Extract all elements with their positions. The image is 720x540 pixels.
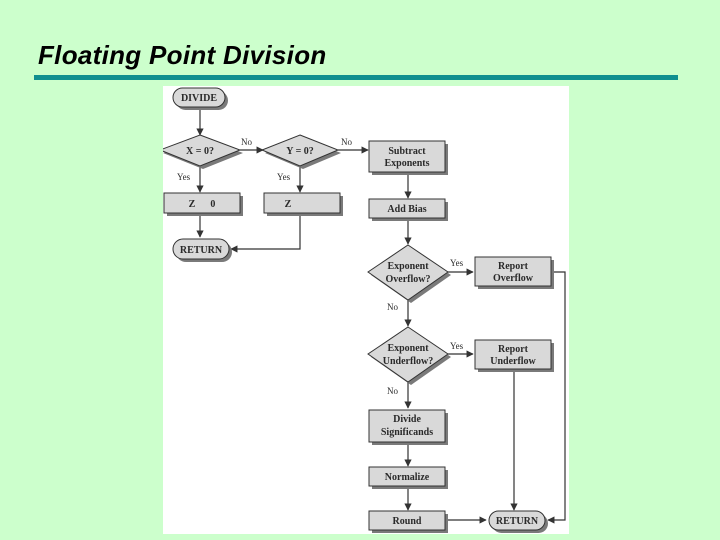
- node-divide-significands: Divide Significands: [368, 409, 448, 445]
- node-return-left-label: RETURN: [180, 245, 223, 256]
- node-x-zero: X = 0?: [163, 134, 243, 169]
- node-add-bias-label: Add Bias: [387, 204, 426, 215]
- node-y-zero: Y = 0?: [260, 134, 341, 169]
- node-subtract-label-2: Exponents: [384, 158, 429, 169]
- node-divide-significands-label-2: Significands: [381, 427, 433, 438]
- edge-label-x-yes: Yes: [177, 172, 191, 182]
- node-z-zero-label: Z 0: [189, 199, 216, 210]
- node-z-zero: Z 0: [163, 192, 243, 216]
- node-return-right-label: RETURN: [496, 516, 539, 527]
- edge-label-y-no: No: [341, 137, 352, 147]
- node-exp-overflow-label-1: Exponent: [387, 261, 429, 272]
- node-report-underflow: Report Underflow: [474, 339, 554, 372]
- flowchart-panel: DIVIDE X = 0? Y = 0? Subtract Exponents …: [163, 86, 569, 534]
- flowchart: DIVIDE X = 0? Y = 0? Subtract Exponents …: [163, 87, 566, 533]
- node-subtract-label-1: Subtract: [388, 146, 426, 157]
- edge-z-to-return: [230, 213, 301, 253]
- node-divide-label: DIVIDE: [181, 93, 217, 104]
- node-exp-underflow: Exponent Underflow?: [367, 326, 451, 385]
- node-add-bias: Add Bias: [368, 198, 448, 221]
- node-exp-underflow-label-1: Exponent: [387, 343, 429, 354]
- node-report-underflow-label-1: Report: [498, 344, 529, 355]
- node-subtract-exponents: Subtract Exponents: [368, 140, 448, 175]
- title-rule: [34, 75, 678, 80]
- flowchart-edges: [196, 110, 566, 524]
- edge-label-x-no: No: [241, 137, 252, 147]
- node-report-underflow-label-2: Underflow: [490, 356, 536, 367]
- node-normalize-label: Normalize: [385, 472, 430, 483]
- edge-label-overflow-no: No: [387, 302, 398, 312]
- edge-label-overflow-yes: Yes: [450, 258, 464, 268]
- node-report-overflow: Report Overflow: [474, 256, 554, 289]
- slide-title: Floating Point Division: [38, 40, 327, 70]
- node-z-inf: Z: [263, 192, 343, 216]
- node-exp-underflow-label-2: Underflow?: [383, 356, 434, 367]
- node-exp-overflow-label-2: Overflow?: [386, 274, 431, 285]
- node-return-right: RETURN: [488, 510, 548, 533]
- node-normalize: Normalize: [368, 466, 448, 489]
- node-round: Round: [368, 510, 448, 533]
- node-return-left: RETURN: [172, 238, 232, 262]
- node-divide: DIVIDE: [172, 87, 228, 110]
- node-round-label: Round: [393, 516, 422, 527]
- edge-label-underflow-yes: Yes: [450, 341, 464, 351]
- node-exp-overflow: Exponent Overflow?: [367, 244, 451, 303]
- node-divide-significands-label-1: Divide: [393, 414, 421, 425]
- node-x-zero-label: X = 0?: [186, 146, 214, 157]
- edge-label-y-yes: Yes: [277, 172, 291, 182]
- edge-label-underflow-no: No: [387, 386, 398, 396]
- node-y-zero-label: Y = 0?: [286, 146, 314, 157]
- edge-overflow-report-to-return: [547, 271, 566, 524]
- node-report-overflow-label-2: Overflow: [493, 273, 534, 284]
- node-report-overflow-label-1: Report: [498, 261, 529, 272]
- node-z-inf-label: Z: [285, 199, 292, 210]
